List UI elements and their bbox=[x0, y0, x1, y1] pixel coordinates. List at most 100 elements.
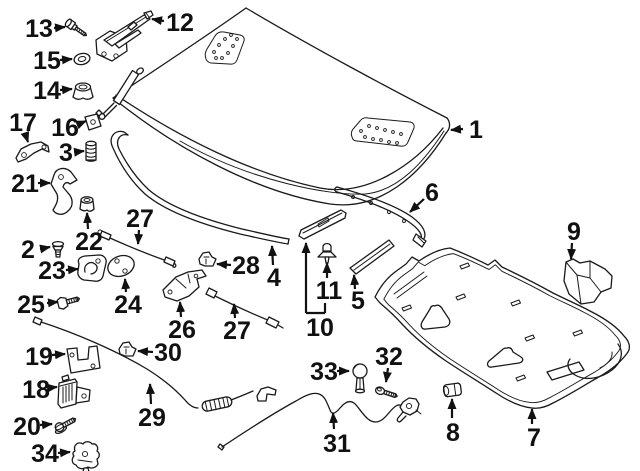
part-33-lock-knob bbox=[352, 363, 368, 394]
hinge-patch-dots-right bbox=[359, 124, 403, 145]
part-label-32: 32 bbox=[375, 343, 403, 371]
part-label-23: 23 bbox=[38, 257, 66, 285]
callout-layer: 1234567891011121314151617181920212223242… bbox=[9, 9, 581, 468]
part-label-11: 11 bbox=[316, 277, 343, 305]
part-28-clip bbox=[198, 251, 217, 267]
callout-23: 23 bbox=[38, 257, 79, 285]
part-label-19: 19 bbox=[25, 343, 53, 371]
part-17-bracket bbox=[15, 141, 50, 163]
callout-25: 25 bbox=[17, 291, 59, 319]
part-2-clip bbox=[51, 240, 65, 258]
part-22-grommet bbox=[79, 196, 95, 212]
callout-4: 4 bbox=[267, 245, 281, 292]
callout-18: 18 bbox=[22, 376, 58, 404]
part-arrow-4 bbox=[268, 245, 278, 266]
callout-32: 32 bbox=[375, 343, 403, 383]
part-arrow-12 bbox=[151, 16, 165, 26]
part-4-front-seal bbox=[110, 130, 290, 245]
part-label-24: 24 bbox=[114, 291, 142, 319]
callout-15: 15 bbox=[33, 47, 73, 75]
callout-13: 13 bbox=[25, 15, 66, 43]
callout-31: 31 bbox=[323, 412, 351, 458]
part-32-bolt bbox=[374, 386, 398, 398]
part-label-13: 13 bbox=[25, 15, 53, 43]
callout-9: 9 bbox=[567, 218, 581, 260]
part-27-cable-rear bbox=[205, 287, 284, 329]
part-15-washer bbox=[73, 52, 91, 66]
part-arrow-29 bbox=[146, 383, 155, 405]
callout-24: 24 bbox=[114, 278, 142, 319]
part-21-hook-bracket bbox=[50, 167, 78, 215]
part-arrow-26 bbox=[176, 301, 186, 318]
callout-2: 2 bbox=[21, 236, 51, 264]
part-6-rear-seal-strip bbox=[334, 186, 427, 248]
callout-19: 19 bbox=[25, 343, 66, 371]
part-arrow-28 bbox=[216, 260, 232, 270]
part-arrow-2 bbox=[39, 244, 51, 254]
part-arrow-27 bbox=[230, 303, 240, 319]
part-label-20: 20 bbox=[13, 413, 41, 441]
part-30-clip bbox=[118, 341, 137, 357]
part-arrow-31 bbox=[329, 412, 339, 430]
part-label-31: 31 bbox=[323, 430, 351, 458]
part-18-bracket bbox=[57, 374, 91, 409]
part-label-8: 8 bbox=[446, 419, 460, 447]
callout-22: 22 bbox=[75, 212, 103, 256]
part-34-hood-latch bbox=[71, 441, 100, 471]
part-arrow-27 bbox=[134, 229, 144, 245]
callout-10: 10 bbox=[301, 242, 334, 342]
callout-33: 33 bbox=[310, 358, 350, 386]
callout-7: 7 bbox=[527, 408, 541, 452]
part-label-6: 6 bbox=[425, 179, 439, 207]
callout-8: 8 bbox=[446, 398, 460, 447]
part-label-25: 25 bbox=[17, 291, 45, 319]
part-label-33: 33 bbox=[310, 358, 338, 386]
part-label-29: 29 bbox=[138, 404, 166, 432]
callout-6: 6 bbox=[409, 179, 439, 213]
callout-5: 5 bbox=[350, 274, 365, 315]
part-20-bolt bbox=[54, 417, 77, 435]
part-label-28: 28 bbox=[232, 252, 260, 280]
callout-12: 12 bbox=[151, 9, 194, 37]
callout-28: 28 bbox=[216, 252, 260, 280]
part-arrow-23 bbox=[65, 265, 79, 275]
part-label-5: 5 bbox=[351, 287, 365, 315]
part-9-corner-cover bbox=[563, 258, 613, 305]
part-arrow-6 bbox=[409, 198, 425, 213]
part-label-10: 10 bbox=[306, 314, 334, 342]
callout-11: 11 bbox=[316, 262, 343, 305]
part-11-pin-clip bbox=[317, 242, 337, 264]
part-label-17: 17 bbox=[9, 109, 37, 137]
part-arrow-34 bbox=[57, 448, 71, 458]
callout-17: 17 bbox=[9, 109, 37, 143]
part-8-clip bbox=[442, 382, 463, 398]
part-arrow-5 bbox=[350, 274, 360, 290]
part-7-insulator-pad bbox=[374, 247, 631, 409]
part-label-27: 27 bbox=[223, 317, 251, 345]
part-14-cap-nut bbox=[72, 82, 94, 100]
callout-27b: 27 bbox=[126, 205, 154, 245]
part-label-15: 15 bbox=[33, 47, 61, 75]
part-arrow-24 bbox=[121, 278, 131, 293]
part-12-hood-hinge bbox=[95, 10, 154, 62]
part-arrow-32 bbox=[382, 367, 392, 383]
hinge-patch-dots-left bbox=[212, 33, 239, 60]
part-arrow-3 bbox=[73, 147, 85, 157]
part-5-side-strip bbox=[349, 239, 395, 275]
part-label-9: 9 bbox=[567, 218, 581, 246]
part-1-hood-panel bbox=[112, 7, 451, 206]
part-16-support-strut bbox=[84, 67, 144, 131]
part-label-27: 27 bbox=[126, 205, 154, 233]
part-arrow-17 bbox=[20, 131, 30, 143]
part-25-bolt bbox=[56, 296, 81, 310]
part-label-18: 18 bbox=[22, 376, 50, 404]
part-arrow-14 bbox=[59, 85, 73, 95]
callout-29: 29 bbox=[138, 383, 166, 432]
callout-21: 21 bbox=[11, 170, 51, 198]
part-label-3: 3 bbox=[59, 139, 73, 167]
part-26-bracket bbox=[162, 269, 207, 302]
part-arrow-30 bbox=[137, 347, 154, 357]
part-label-26: 26 bbox=[168, 316, 196, 344]
